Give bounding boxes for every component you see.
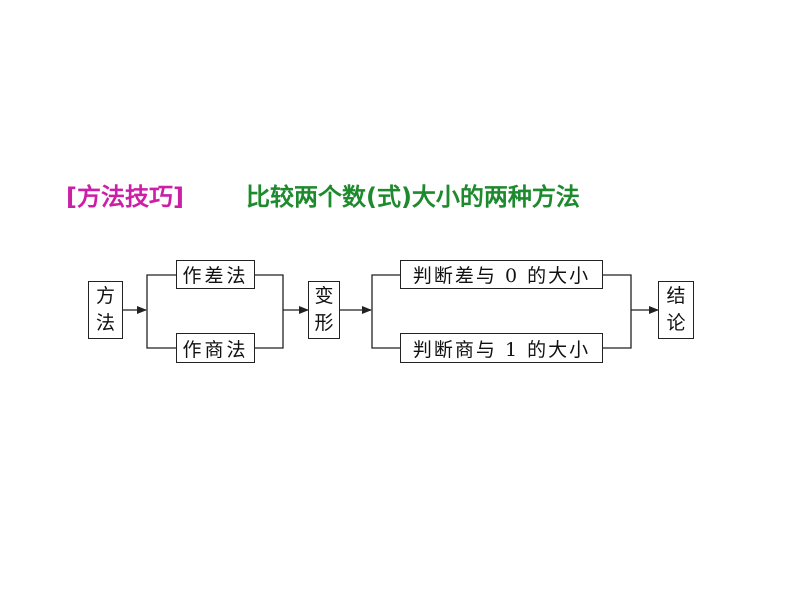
start-box-method: 方 法	[88, 281, 123, 339]
bracket-methods-left	[146, 274, 176, 349]
conclusion-box: 结 论	[658, 281, 694, 339]
judge-difference-box: 判断差与 0 的大小	[400, 260, 603, 289]
judge-quotient-box: 判断商与 1 的大小	[400, 333, 603, 363]
section-title: 比较两个数(式)大小的两种方法	[246, 183, 580, 211]
conclusion-box-char-1: 结	[666, 285, 686, 307]
difference-method-box: 作差法	[176, 260, 255, 289]
quotient-method-box: 作商法	[176, 333, 255, 363]
conclusion-box-char-2: 论	[666, 312, 686, 334]
bracket-methods-right	[255, 274, 284, 349]
start-box-char-2: 法	[95, 312, 115, 334]
method-tag: [方法技巧]	[66, 183, 184, 211]
bracket-judge-right	[603, 274, 632, 349]
transform-box-char-1: 变	[314, 285, 334, 307]
transform-box: 变 形	[308, 281, 340, 339]
transform-box-char-2: 形	[314, 312, 334, 334]
start-box-char-1: 方	[95, 285, 115, 307]
bracket-judge-left	[371, 274, 400, 349]
